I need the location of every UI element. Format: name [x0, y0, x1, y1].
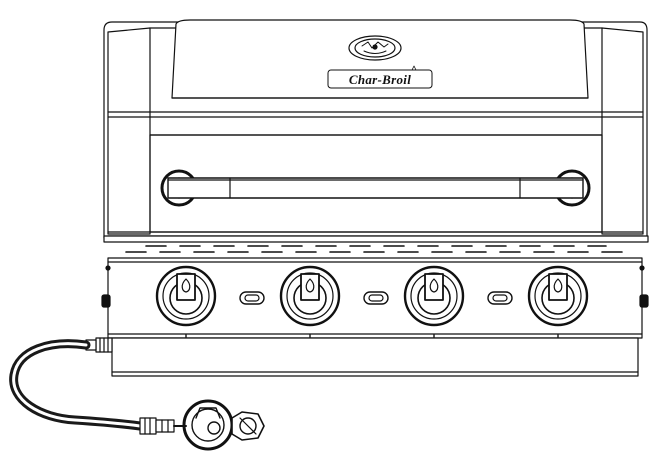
- brand-emblem-icon: [348, 35, 402, 61]
- burner-knob-3[interactable]: [403, 265, 465, 338]
- vent-slots: [125, 245, 623, 253]
- lid-handle[interactable]: [160, 169, 591, 207]
- burner-knob-4[interactable]: [527, 265, 589, 338]
- burner-knob-2[interactable]: [279, 265, 341, 338]
- flame-icon: [429, 278, 439, 293]
- svg-text:Char-Broil: Char-Broil: [349, 72, 411, 87]
- igniter-button-3[interactable]: [487, 291, 513, 305]
- flame-icon: [305, 278, 315, 293]
- igniter-button-1[interactable]: [239, 291, 265, 305]
- left-side-bolt: [101, 294, 111, 308]
- flame-icon: [181, 278, 191, 293]
- burner-knob-1[interactable]: [155, 265, 217, 338]
- right-side-bolt: [639, 294, 649, 308]
- gas-regulator[interactable]: [173, 399, 265, 451]
- brand-logo: Char-Broil: [327, 65, 433, 89]
- igniter-button-2[interactable]: [363, 291, 389, 305]
- flame-icon: [553, 278, 563, 293]
- burner-knobs: [155, 265, 589, 338]
